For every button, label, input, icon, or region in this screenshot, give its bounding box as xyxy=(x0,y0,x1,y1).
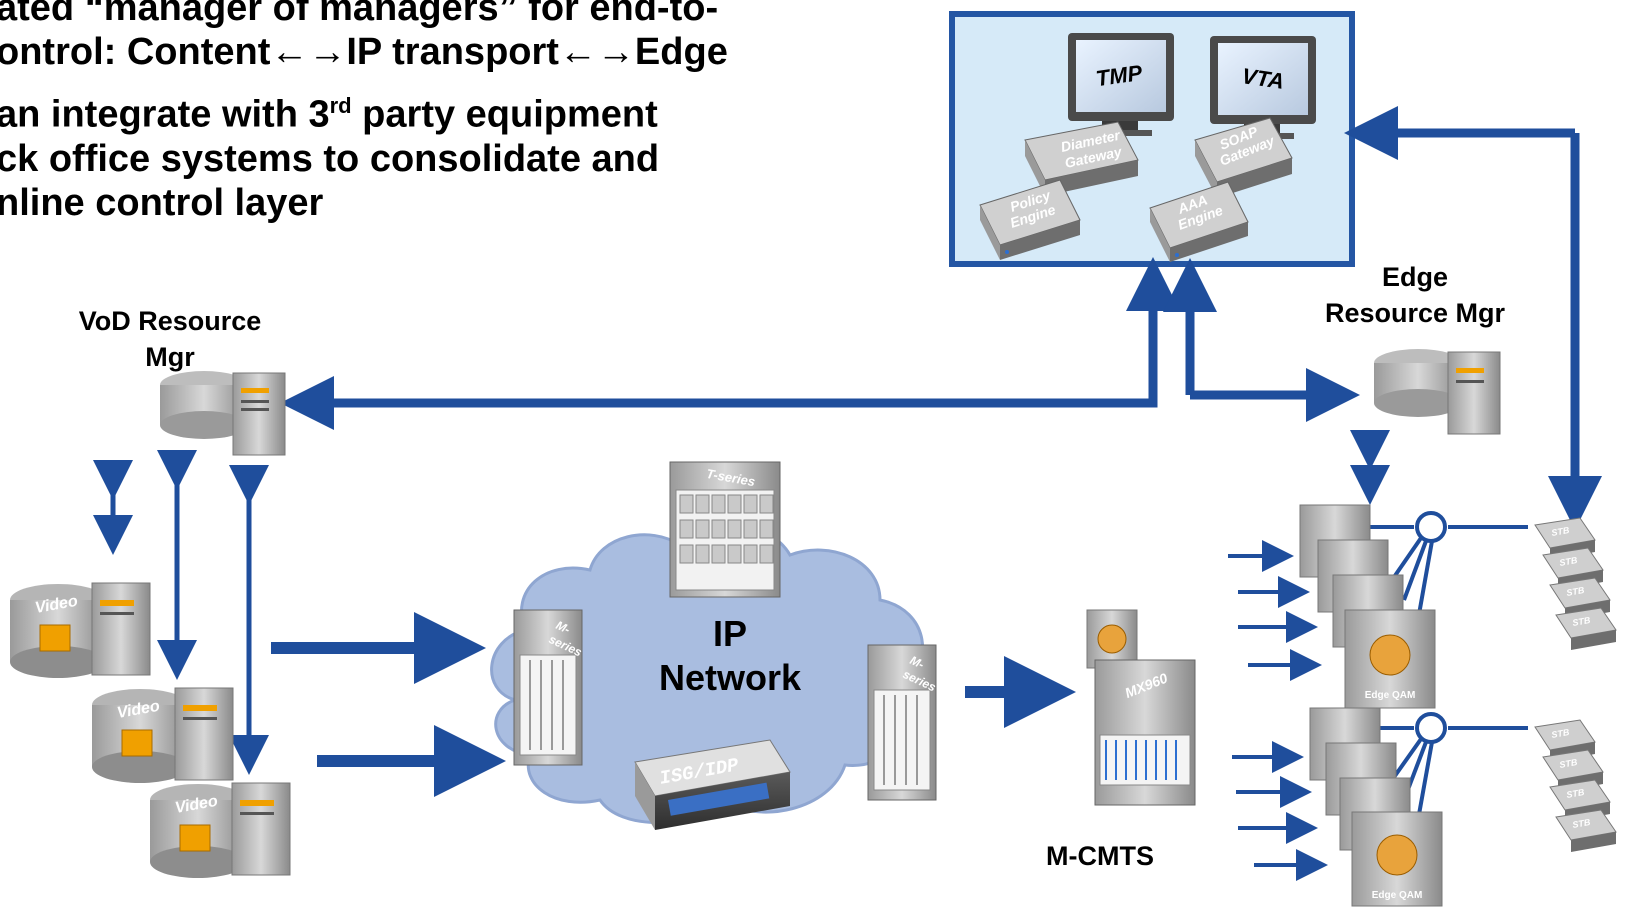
m-series-router-right-icon xyxy=(867,644,937,801)
video-server-3-icon xyxy=(150,782,291,878)
stb-label-2: STB xyxy=(1559,555,1579,568)
m-series-right-label-1: M- xyxy=(908,653,927,672)
edge-qam-lower-label: Edge QAM xyxy=(1372,890,1423,901)
stb-stack-lower-icon xyxy=(1534,719,1617,852)
combiner-upper xyxy=(1365,511,1528,621)
edge-qam-stack-upper-icon: Edge QAM xyxy=(1299,504,1436,709)
video-server-1-icon xyxy=(10,582,151,678)
m-series-left-label-1: M- xyxy=(554,618,573,637)
vod-link-arrows xyxy=(93,430,1390,775)
m-series-router-left-icon xyxy=(513,609,583,766)
isg-idp-icon: ISG/IDP xyxy=(634,739,791,830)
vod-resource-mgr-label-line1: VoD Resource xyxy=(78,306,262,336)
bullet-line-3-a: an integrate with 3 xyxy=(0,93,330,136)
mcmts-label: M-CMTS xyxy=(1046,841,1154,871)
ip-network-label-line2: Network xyxy=(658,657,802,698)
edge-resource-mgr-label-line2: Resource Mgr xyxy=(1324,298,1506,328)
monitor-vta-label: VTA xyxy=(1240,63,1285,94)
ip-network-cloud xyxy=(490,523,924,824)
bullet-line-3: an integrate with 3rd party equipment xyxy=(0,84,886,137)
ip-network-label: IP Network xyxy=(620,612,840,700)
stb-label-4: STB xyxy=(1572,615,1592,628)
bullet-line-2: ontrol: Content←→IP transport←→Edge xyxy=(0,31,728,73)
mcmts-icon: MX960 xyxy=(1086,609,1196,806)
diameter-gateway-icon xyxy=(1024,121,1139,196)
aaa-engine-icon xyxy=(1149,181,1249,262)
bullet-line-3-sup: rd xyxy=(329,93,352,118)
edge-input-arrows xyxy=(1228,540,1328,881)
stb-label-5: STB xyxy=(1551,727,1571,740)
stb-label-8: STB xyxy=(1572,817,1592,830)
connector-lines xyxy=(271,106,1602,797)
vod-resource-mgr-label-line2: Mgr xyxy=(145,342,195,372)
monitor-vta-icon xyxy=(1210,36,1316,139)
bullet-line-3-b: party equipment xyxy=(351,93,658,136)
bullet-line-5: nline control layer xyxy=(0,181,324,224)
stb-label-7: STB xyxy=(1566,787,1586,800)
bullet-line-4: ck office systems to consolidate and xyxy=(0,137,660,180)
edge-resource-mgr-label-line1: Edge xyxy=(1381,262,1448,292)
vod-resource-mgr-icon xyxy=(160,371,286,456)
video-server-2-icon xyxy=(92,687,234,783)
edge-qam-stack-lower-icon: Edge QAM xyxy=(1309,707,1443,907)
stb-label-1: STB xyxy=(1551,525,1571,538)
edge-resource-mgr-label: Edge Resource Mgr xyxy=(1300,259,1530,331)
bullet-line-1: ated “manager of managers” for end-to- xyxy=(0,0,719,29)
control-box: Diameter Gateway SOAP Gateway Policy Eng… xyxy=(949,11,1355,267)
arrow-control-to-vod-mgr xyxy=(280,275,1158,430)
stb-stack-upper-icon xyxy=(1534,517,1617,650)
policy-engine-icon xyxy=(979,179,1081,260)
soap-gateway-icon xyxy=(1194,117,1293,198)
bullet-text-block: ated “manager of managers” for end-to- o… xyxy=(0,0,886,225)
stb-label-6: STB xyxy=(1559,757,1579,770)
ip-network-label-line1: IP xyxy=(712,613,747,654)
edge-qam-upper-label: Edge QAM xyxy=(1365,690,1416,701)
edge-resource-mgr-icon xyxy=(1374,349,1501,435)
stb-label-3: STB xyxy=(1566,585,1586,598)
t-series-router-icon: T-series xyxy=(669,461,781,598)
vod-resource-mgr-label: VoD Resource Mgr xyxy=(60,303,280,375)
